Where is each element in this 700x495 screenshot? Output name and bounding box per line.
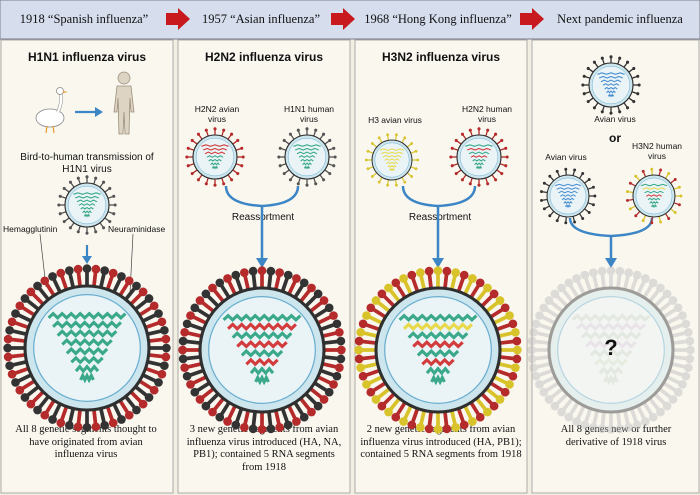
header-1918: 1918 “Spanish influenza” (19, 11, 149, 26)
virus-icon (365, 133, 419, 187)
virus-icon (3, 264, 171, 432)
hemagglutinin-label: Hemagglutinin (3, 224, 58, 234)
timeline-arrow-icon (520, 8, 544, 30)
virus-icon (185, 127, 245, 187)
panel2-right-virus-label: H1N1 human virus (283, 104, 335, 125)
virus-icon (178, 266, 346, 434)
panel4-left-virus-label: Avian virus (545, 152, 587, 162)
virus-icon (527, 266, 695, 434)
virus-icon (354, 266, 522, 434)
header-next: Next pandemic influenza (557, 11, 683, 26)
panel4-caption: All 8 genes new or further derivative of… (560, 424, 672, 448)
panel4-right-virus-label: H3N2 human virus (631, 141, 683, 162)
timeline-arrow-icon (331, 8, 355, 30)
panel3-title: H3N2 influenza virus (381, 50, 501, 64)
panel3-right-virus-label: H2N2 human virus (461, 104, 513, 125)
virus-icon (277, 127, 337, 187)
panel4-top-virus-label: Avian virus (594, 114, 636, 124)
virus-icon (57, 175, 117, 235)
virus-icon (626, 167, 683, 225)
header-1968: 1968 “Hong Kong influenza” (364, 11, 512, 26)
timeline-arrow-icon (166, 8, 190, 30)
virus-icon (581, 55, 641, 115)
neuraminidase-label: Neuraminidase (108, 224, 166, 234)
transmission-label: Bird-to-human transmission of H1N1 virus (20, 152, 154, 175)
panel1-title: H1N1 influenza virus (27, 50, 147, 64)
virus-icon (540, 167, 597, 225)
or-label: or (609, 131, 621, 145)
header-1957: 1957 “Asian influenza” (201, 11, 320, 26)
virus-icon (449, 127, 509, 187)
panel2-left-virus-label: H2N2 avian virus (194, 104, 240, 125)
panel3-left-virus-label: H3 avian virus (368, 115, 422, 125)
human-figure-icon (113, 71, 135, 135)
panel3-reassortment-label: Reassortment (408, 212, 472, 223)
goose-icon (35, 87, 68, 134)
question-icon: ? (604, 335, 618, 360)
timeline-header-graphic (0, 0, 700, 40)
panel2-title: H2N2 influenza virus (204, 50, 324, 64)
